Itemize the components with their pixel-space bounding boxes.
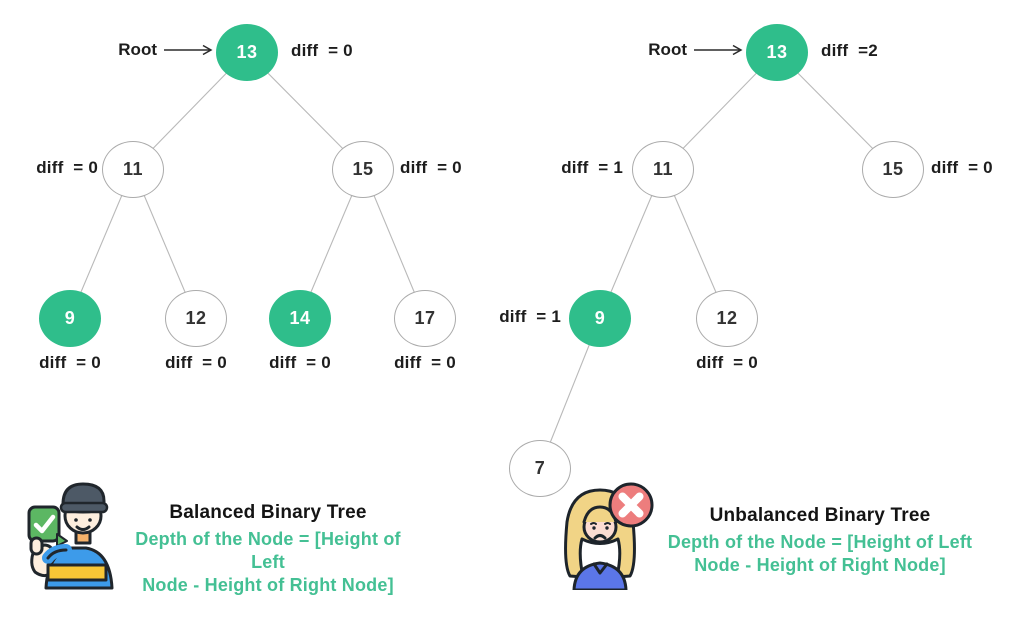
caption-formula-line: Depth of the Node = [Height of Left — [667, 532, 973, 552]
caption-formula-line: Node - Height of Right Node] — [142, 575, 394, 595]
caption-balanced: Balanced Binary Tree Depth of the Node =… — [118, 502, 418, 597]
diff-label: diff = 0 — [269, 353, 331, 372]
tree-node-balanced-12: 12 — [165, 289, 227, 347]
diff-label: diff = 0 — [931, 158, 993, 177]
tree-node-unbalanced-9: 9 — [569, 289, 631, 347]
tree-node-balanced-17: 17 — [394, 289, 456, 347]
tree-node-balanced-13: 13 — [216, 23, 278, 81]
tree-node-unbalanced-13: 13 — [746, 23, 808, 81]
diff-label: diff = 0 — [394, 353, 456, 372]
root-label: Root — [118, 40, 157, 59]
error-person-icon — [564, 482, 654, 590]
diff-label: diff = 1 — [499, 307, 561, 326]
caption-unbalanced: Unbalanced Binary Tree Depth of the Node… — [655, 505, 985, 577]
tree-node-unbalanced-11: 11 — [632, 140, 694, 198]
diff-label: diff = 1 — [561, 158, 623, 177]
tree-node-balanced-15: 15 — [332, 140, 394, 198]
tree-node-balanced-14: 14 — [269, 289, 331, 347]
caption-title-unbalanced: Unbalanced Binary Tree — [709, 505, 931, 526]
diff-label: diff =2 — [821, 41, 878, 60]
tree-node-unbalanced-7: 7 — [509, 439, 571, 497]
tree-node-unbalanced-12: 12 — [696, 289, 758, 347]
root-arrow-head — [732, 44, 743, 56]
caption-formula-line: Depth of the Node = [Height of Left — [135, 529, 401, 572]
caption-formula-line: Node - Height of Right Node] — [694, 555, 946, 575]
diff-label: diff = 0 — [696, 353, 758, 372]
root-arrow-head — [202, 44, 213, 56]
root-label: Root — [648, 40, 687, 59]
caption-title-balanced: Balanced Binary Tree — [169, 502, 367, 523]
diff-label: diff = 0 — [165, 353, 227, 372]
tree-node-balanced-9: 9 — [39, 289, 101, 347]
tree-node-unbalanced-15: 15 — [862, 140, 924, 198]
diff-label: diff = 0 — [36, 158, 98, 177]
tree-node-balanced-11: 11 — [102, 140, 164, 198]
diff-label: diff = 0 — [400, 158, 462, 177]
thumbs-up-person-icon — [27, 482, 114, 590]
diff-label: diff = 0 — [39, 353, 101, 372]
diff-label: diff = 0 — [291, 41, 353, 60]
